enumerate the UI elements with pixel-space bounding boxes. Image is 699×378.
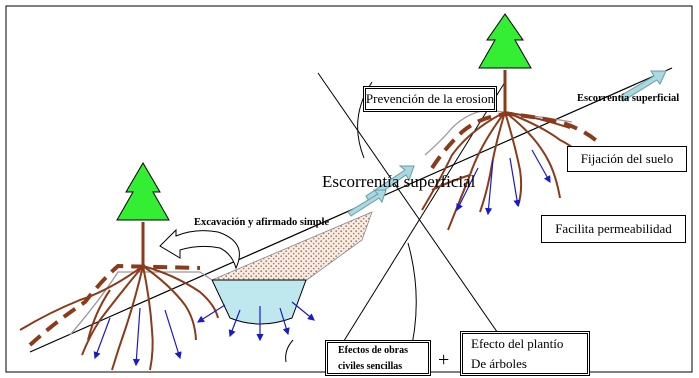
planting-line-1: Efecto del plantío bbox=[471, 335, 564, 351]
right-tree-dashed-root-zone bbox=[430, 111, 602, 170]
plus-sign: + bbox=[438, 349, 450, 371]
left-tree bbox=[116, 162, 170, 268]
right-tree bbox=[478, 13, 532, 114]
runoff-arrow-mid-2 bbox=[347, 189, 387, 217]
soil-label: Fijación del suelo bbox=[580, 151, 674, 166]
cross-line-b bbox=[331, 81, 506, 361]
civil-works-box: Efectos de obras civiles sencillas bbox=[325, 340, 431, 376]
planting-line-2: De árboles bbox=[471, 355, 527, 371]
permeability-label: Facilita permeabilidad bbox=[555, 221, 672, 236]
soil-box: Fijación del suelo bbox=[567, 146, 687, 172]
runoff-arrow-top bbox=[619, 70, 667, 102]
terrain-outline-left bbox=[69, 271, 213, 336]
planting-box: Efecto del plantío De árboles bbox=[460, 331, 590, 376]
right-tree-roots bbox=[421, 111, 591, 231]
erosion-box: Prevención de la erosion bbox=[363, 86, 497, 112]
bracket-left-bottom bbox=[285, 339, 294, 363]
left-tree-dashed-root-zone bbox=[28, 263, 201, 347]
excavation-curved-arrow bbox=[159, 228, 240, 270]
pond-water-arrows bbox=[196, 301, 315, 342]
cross-line-a bbox=[317, 72, 521, 366]
right-water-arrows bbox=[456, 149, 551, 216]
left-water-arrows bbox=[93, 307, 182, 367]
excavation-pond bbox=[211, 279, 307, 325]
civil-line-2: civiles sencillas bbox=[338, 360, 403, 372]
erosion-label: Prevención de la erosion bbox=[365, 91, 495, 106]
civil-line-1: Efectos de obras bbox=[338, 344, 408, 356]
left-tree-roots bbox=[19, 265, 219, 371]
runoff-label-mid: Escorrentía superficial bbox=[322, 172, 476, 191]
runoff-label-top: Escorrentía superficial bbox=[577, 93, 680, 104]
permeability-box: Facilita permeabilidad bbox=[541, 215, 686, 243]
excavation-label: Excavación y afirmado simple bbox=[194, 217, 330, 228]
